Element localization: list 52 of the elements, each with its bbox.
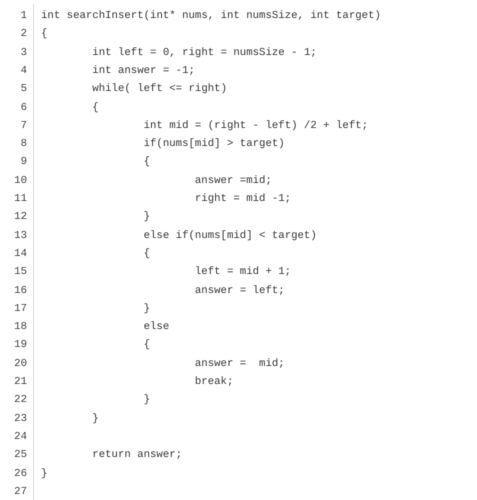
code-line: while( left <= right) [92,82,227,96]
code-line: int left = 0, right = numsSize - 1; [92,46,317,60]
line-number: 13 [13,228,27,243]
code-line: } [92,412,99,426]
code-line: left = mid + 1; [194,265,292,280]
code-line: if(nums[mid] > target) [144,137,285,152]
line-number: 6 [20,100,27,114]
line-number: 10 [13,174,27,188]
code-line: int answer = -1; [92,64,195,78]
line-number: 3 [20,46,27,60]
line-number: 16 [13,284,27,298]
line-number: 27 [13,484,27,499]
line-number: 14 [13,246,27,261]
code-line: answer = mid; [194,356,285,371]
code-line: answer = left; [194,284,285,298]
line-number: 1 [20,9,27,23]
code-line: } [41,466,48,480]
line-number: 23 [13,412,27,426]
line-number: 2 [20,27,27,42]
code-line: { [92,100,99,114]
line-number: 12 [13,210,27,224]
code-line: int mid = (right - left) /2 + left; [144,118,368,133]
code-line: else [144,320,170,334]
line-number: 15 [13,265,27,280]
line-number: 25 [13,448,27,462]
line-number: 24 [13,430,27,444]
line-number: 4 [20,64,27,78]
line-number: 22 [13,393,27,408]
line-number: 9 [20,155,27,170]
code-line: } [144,393,150,408]
line-number: 19 [13,338,27,352]
line-number: 8 [20,137,27,152]
code-line: { [41,27,48,42]
line-number: 17 [13,302,27,316]
line-number: 5 [20,82,27,96]
line-number: 11 [13,192,27,206]
code-line: { [144,338,150,352]
line-number: 18 [13,320,27,334]
code-line: } [144,302,150,316]
code-line: right = mid -1; [194,192,292,206]
code-line: int searchInsert(int* nums, int numsSize, int target) [41,9,381,23]
code-line: { [144,155,150,170]
line-number: 26 [13,466,27,480]
code-line: break; [194,375,234,389]
line-number: 7 [20,118,27,133]
code-line: answer =mid; [194,174,272,188]
line-number: 21 [13,375,27,389]
code-line: } [144,210,150,224]
code-line: return answer; [92,448,182,462]
code-line: else if(nums[mid] < target) [144,228,317,243]
code-line: { [144,246,150,261]
line-number: 20 [13,356,27,371]
